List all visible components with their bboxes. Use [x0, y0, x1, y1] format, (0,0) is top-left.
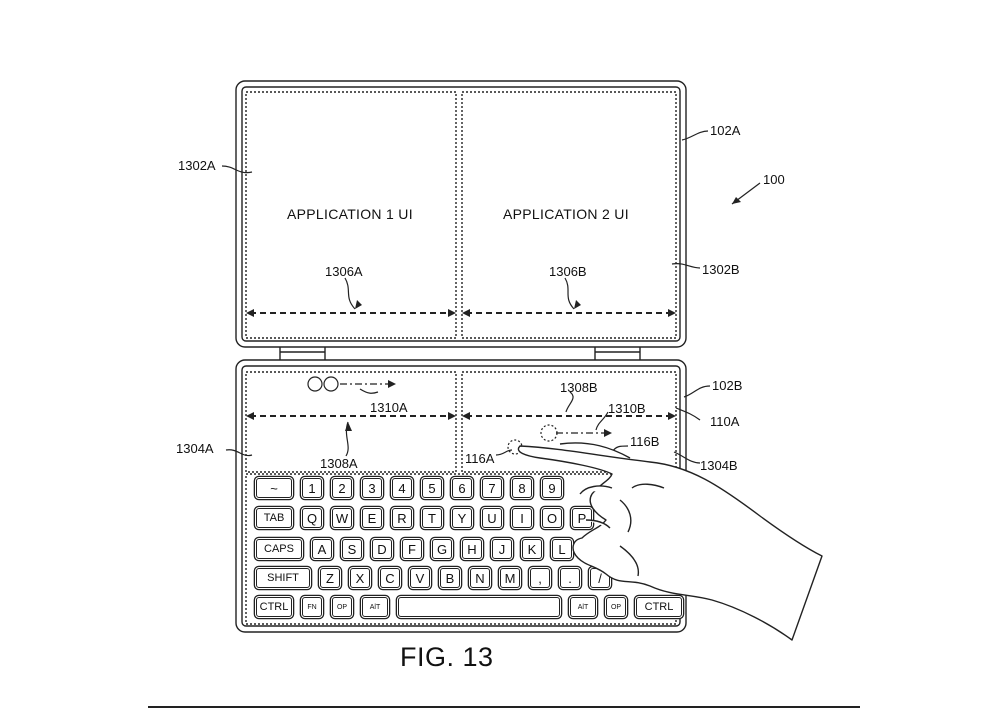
key-tab[interactable]: TAB [256, 508, 292, 528]
key-d[interactable]: D [372, 539, 392, 559]
key-ctrl[interactable]: CTRL [256, 597, 292, 617]
label-1304b: 1304B [700, 458, 738, 473]
key-shift[interactable]: SHIFT [256, 568, 310, 588]
key-u[interactable]: U [482, 508, 502, 528]
upper-screen-outer [235, 80, 687, 348]
label-116b: 116B [630, 434, 660, 449]
key-s[interactable]: S [342, 539, 362, 559]
leader-1306b [564, 277, 575, 310]
figure-caption: FIG. 13 [400, 642, 494, 672]
key-op[interactable]: OP [332, 597, 352, 617]
key-g[interactable]: G [432, 539, 452, 559]
key-m[interactable]: M [500, 568, 520, 588]
key-f[interactable]: F [402, 539, 422, 559]
key-x[interactable]: X [350, 568, 370, 588]
label-1302b: 1302B [702, 262, 740, 277]
key-o[interactable]: O [542, 508, 562, 528]
leader-102a [681, 130, 709, 141]
label-110a: 110A [710, 414, 740, 429]
leader-102b [683, 385, 711, 398]
leader-1304a [225, 449, 253, 457]
key-e[interactable]: E [362, 508, 382, 528]
key-p[interactable]: P [572, 508, 592, 528]
key-caps[interactable]: CAPS [256, 539, 302, 559]
label-1306b: 1306B [549, 264, 587, 279]
key-z[interactable]: Z [320, 568, 340, 588]
upper-screen-inner [241, 86, 681, 342]
label-1308a: 1308A [320, 456, 358, 471]
key-4[interactable]: 4 [392, 478, 412, 498]
key-alt[interactable]: AlT [570, 597, 596, 617]
key-6[interactable]: 6 [452, 478, 472, 498]
key-comma[interactable]: , [530, 568, 550, 588]
key-op[interactable]: OP [606, 597, 626, 617]
leader-1310b [595, 411, 609, 431]
leader-1302a [221, 165, 253, 174]
key-l[interactable]: L [552, 539, 572, 559]
hinge-right [594, 347, 641, 360]
app-2-ui-text: APPLICATION 2 UI [503, 206, 629, 222]
key-j[interactable]: J [492, 539, 512, 559]
app-1-ui-text: APPLICATION 1 UI [287, 206, 413, 222]
lower-region-left [245, 371, 457, 473]
key-9[interactable]: 9 [542, 478, 562, 498]
leader-110a [675, 407, 701, 421]
key-c[interactable]: C [380, 568, 400, 588]
key-2[interactable]: 2 [332, 478, 352, 498]
lower-region-right [461, 371, 677, 473]
label-102a: 102A [710, 123, 741, 138]
label-1302a: 1302A [178, 158, 216, 173]
key-alt[interactable]: AlT [362, 597, 388, 617]
leader-1306a [344, 277, 356, 310]
key-q[interactable]: Q [302, 508, 322, 528]
leader-1308b [565, 391, 574, 413]
leader-1304b [673, 451, 701, 464]
key-b[interactable]: B [440, 568, 460, 588]
label-102b: 102B [712, 378, 743, 393]
key-a[interactable]: A [312, 539, 332, 559]
label-1308b: 1308B [560, 380, 598, 395]
key-r[interactable]: R [392, 508, 412, 528]
key-space[interactable] [398, 597, 560, 617]
upper-region-left [245, 91, 457, 339]
label-1310b: 1310B [608, 401, 646, 416]
key-w[interactable]: W [332, 508, 352, 528]
key-7[interactable]: 7 [482, 478, 502, 498]
label-1304a: 1304A [176, 441, 214, 456]
label-1310a: 1310A [370, 400, 408, 415]
label-116a: 116A [465, 451, 495, 466]
leader-1302b [671, 262, 701, 269]
key-y[interactable]: Y [452, 508, 472, 528]
key-tilde[interactable]: ~ [256, 478, 292, 498]
key-n[interactable]: N [470, 568, 490, 588]
label-1306a: 1306A [325, 264, 363, 279]
key-t[interactable]: T [422, 508, 442, 528]
key-v[interactable]: V [410, 568, 430, 588]
key-period[interactable]: . [560, 568, 580, 588]
key-8[interactable]: 8 [512, 478, 532, 498]
upper-region-right [461, 91, 677, 339]
key-ctrl[interactable]: CTRL [636, 597, 682, 617]
key-h[interactable]: H [462, 539, 482, 559]
hinge-left [279, 347, 326, 360]
label-100: 100 [763, 172, 785, 187]
key-3[interactable]: 3 [362, 478, 382, 498]
key-1[interactable]: 1 [302, 478, 322, 498]
touch-circle-1 [307, 376, 323, 392]
key-5[interactable]: 5 [422, 478, 442, 498]
key-i[interactable]: I [512, 508, 532, 528]
key-k[interactable]: K [522, 539, 542, 559]
touch-circle-2 [323, 376, 339, 392]
key-fn[interactable]: FN [302, 597, 322, 617]
